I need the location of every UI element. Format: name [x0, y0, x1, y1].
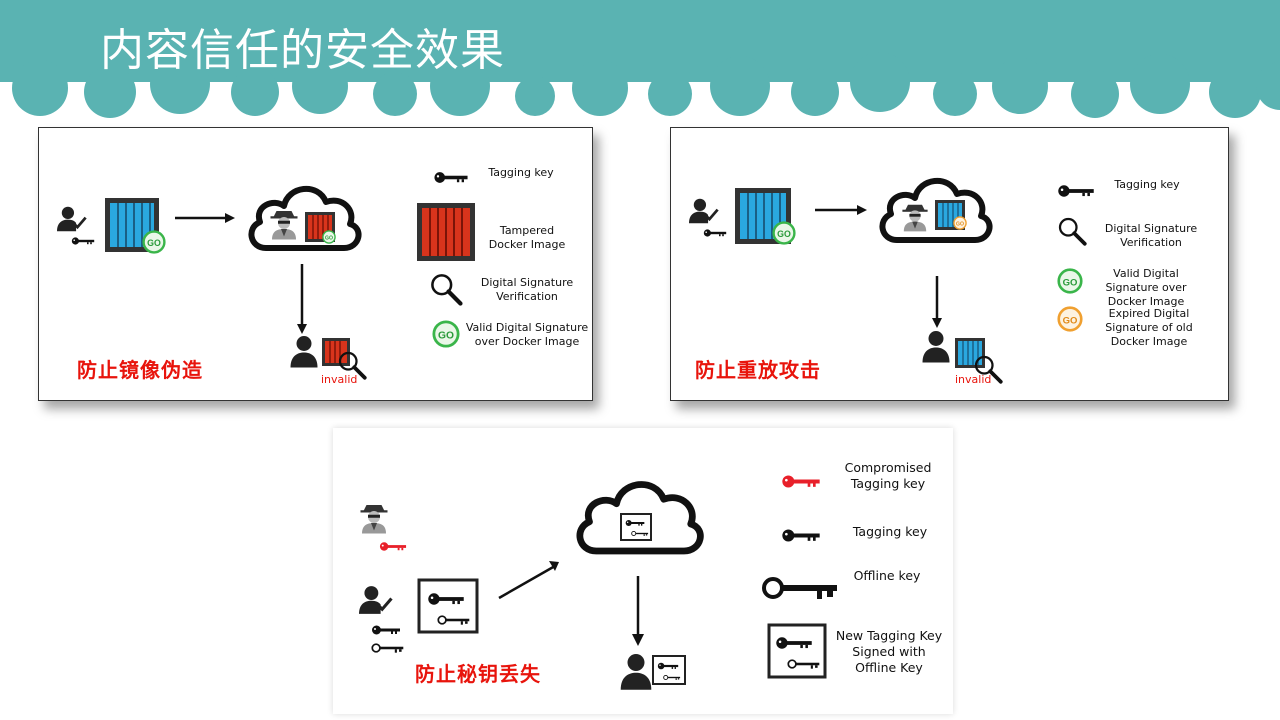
valid-go-badge-icon	[432, 320, 460, 348]
spy-icon	[360, 505, 388, 534]
key-icon	[372, 625, 400, 635]
panel-caption: 防止镜像伪造	[77, 358, 203, 382]
legend-offline-key: Offline key	[853, 568, 921, 583]
signed-key-card-icon	[767, 623, 827, 679]
legend-signature-verification: Digital Signature Verification	[1104, 222, 1198, 249]
arrow-down-icon	[297, 324, 307, 334]
key-icon	[71, 237, 95, 245]
legend-tampered-image: Tampered Docker Image	[488, 224, 566, 251]
arrow-right-icon	[857, 205, 867, 215]
signed-key-card-icon	[417, 578, 479, 634]
user-icon	[922, 331, 950, 363]
key-icon	[434, 172, 468, 183]
user-icon	[290, 336, 318, 368]
key-icon	[1058, 185, 1094, 197]
arrow-down-icon	[932, 318, 942, 328]
user-icon	[620, 654, 652, 690]
key-icon	[782, 529, 820, 542]
valid-go-badge-icon	[772, 221, 796, 245]
invalid-label: invalid	[321, 373, 358, 386]
user-check-icon	[359, 584, 393, 616]
panel-key-loss: Compromised Tagging key Tagging key Offl…	[333, 428, 953, 714]
magnifier-icon	[1058, 217, 1087, 246]
panel-replay-attack: Tagging key Digital Signature Verificati…	[670, 127, 1229, 401]
legend-new-signed-key: New Tagging Key Signed with Offline Key	[835, 628, 943, 675]
key-icon	[703, 229, 727, 237]
panel-2-diagram	[689, 128, 1094, 384]
legend-compromised-key: Compromised Tagging key	[844, 460, 932, 491]
panel-caption: 防止重放攻击	[695, 358, 821, 382]
compromised-key-icon	[782, 475, 820, 488]
valid-go-badge-icon	[1057, 268, 1083, 294]
invalid-label: invalid	[955, 373, 992, 386]
offline-key-icon	[371, 643, 405, 654]
signed-key-card-icon	[652, 655, 686, 685]
panel-1-diagram	[57, 172, 475, 380]
arrow-right-icon	[225, 213, 235, 223]
arrow-up-right-icon	[549, 561, 559, 571]
slide-title: 内容信任的安全效果	[100, 25, 505, 76]
panel-3-diagram	[359, 475, 839, 690]
legend-valid-signature: Valid Digital Signature over Docker Imag…	[1105, 267, 1187, 308]
tampered-container-icon	[417, 203, 475, 261]
panel-image-forgery: Tagging key Tampered Docker Image Digita…	[38, 127, 593, 401]
offline-key-icon	[762, 577, 839, 601]
legend-tagging-key: Tagging key	[852, 524, 928, 539]
tampered-container-icon	[322, 338, 350, 366]
signed-key-card-icon	[620, 513, 652, 541]
header-cloud-band	[0, 0, 1280, 118]
docker-container-icon	[955, 338, 985, 368]
user-check-icon	[689, 197, 719, 225]
user-check-icon	[57, 205, 87, 233]
legend-valid-signature: Valid Digital Signature over Docker Imag…	[465, 321, 589, 348]
slide-header: 内容信任的安全效果	[0, 0, 1280, 120]
panel-caption: 防止秘钥丢失	[415, 662, 541, 686]
compromised-key-icon	[379, 542, 407, 551]
legend-signature-verification: Digital Signature Verification	[480, 276, 574, 303]
arrow-down-icon	[632, 634, 644, 646]
legend-tagging-key: Tagging key	[1114, 178, 1180, 191]
valid-go-badge-icon	[322, 230, 336, 244]
expired-go-badge-icon	[953, 216, 967, 230]
expired-go-badge-icon	[1057, 306, 1083, 332]
valid-go-badge-icon	[142, 230, 166, 254]
legend-expired-signature: Expired Digital Signature of old Docker …	[1105, 307, 1193, 348]
magnifier-icon	[432, 275, 460, 303]
legend-tagging-key: Tagging key	[488, 166, 554, 179]
